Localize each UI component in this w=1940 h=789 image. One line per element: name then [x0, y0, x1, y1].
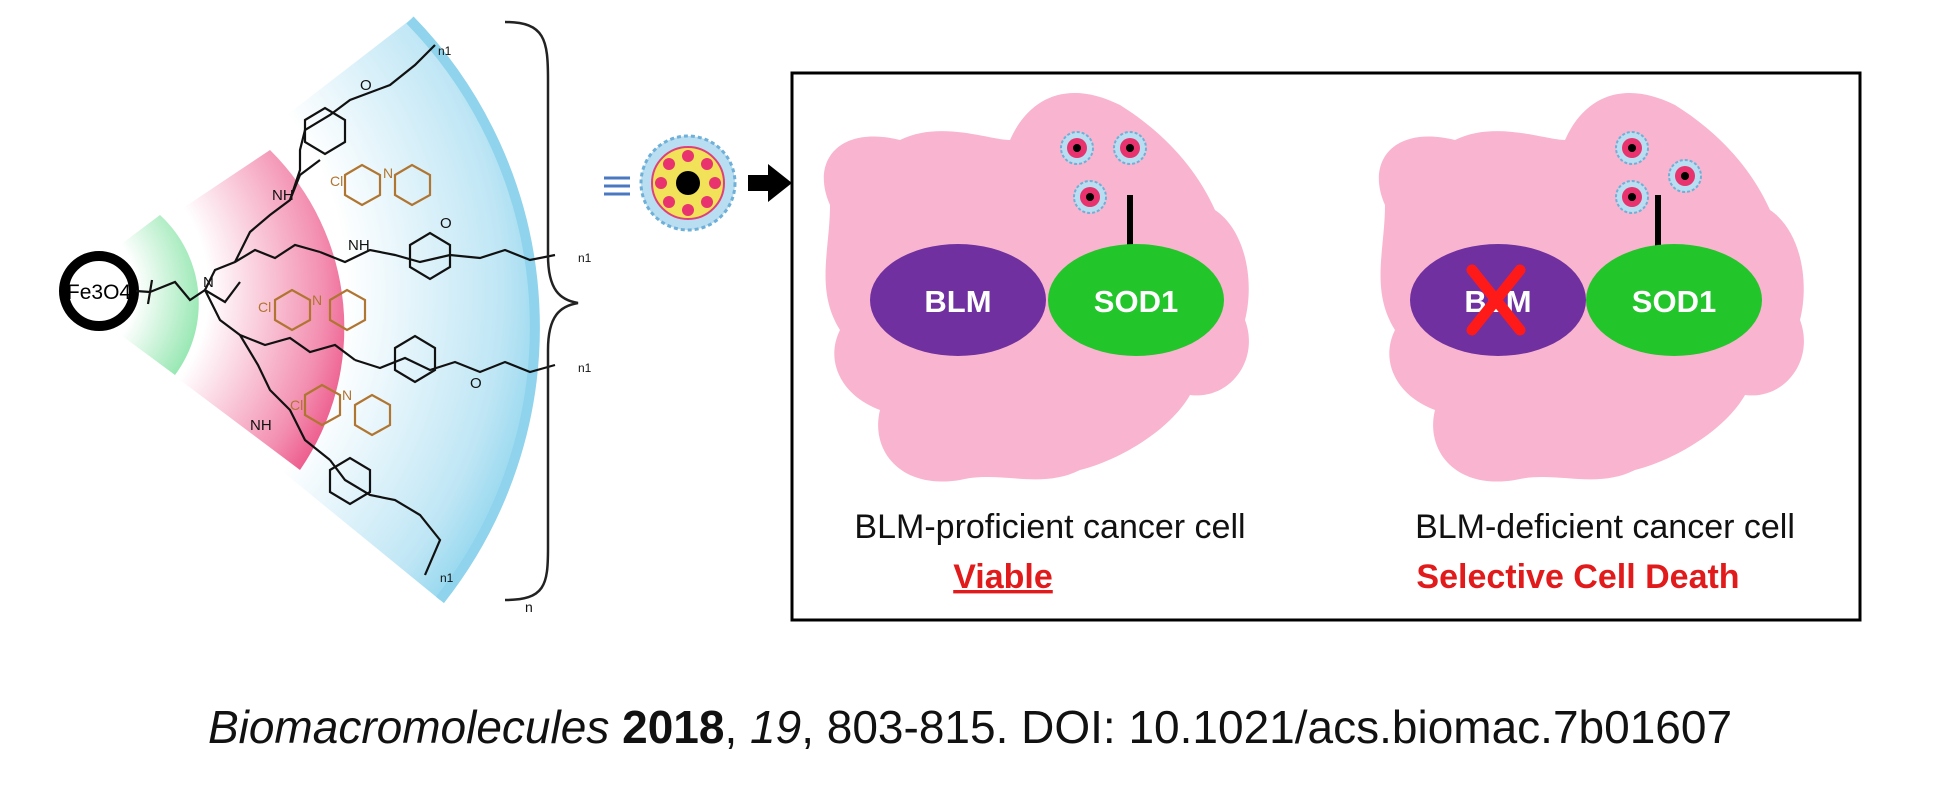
- atom-label: O: [470, 375, 482, 392]
- peg-subscript: n1: [438, 44, 452, 58]
- sod1-label: SOD1: [1094, 284, 1178, 319]
- peg-subscript: n1: [578, 251, 592, 265]
- atom-label: Cl: [290, 397, 303, 413]
- peg-subscript: n1: [440, 571, 454, 585]
- atom-label: NH: [272, 187, 294, 204]
- nanoparticle-cluster: [1615, 131, 1702, 214]
- atom-label: Cl: [258, 299, 271, 315]
- cell-deficient: BLM SOD1 BLM-deficient cancer cell Selec…: [1378, 92, 1804, 596]
- atom-label: N: [312, 292, 322, 308]
- citation-comma: ,: [724, 701, 751, 753]
- atom-label: O: [360, 77, 372, 94]
- fe3o4-core: [59, 251, 139, 331]
- cell-proficient: BLM SOD1 BLM-proficient cancer cell Viab…: [823, 92, 1249, 596]
- fe3o4-label: Fe3O4: [67, 281, 132, 304]
- repeat-brace: [504, 20, 579, 602]
- atom-label: N: [203, 274, 214, 291]
- peg-shell-rim: [406, 16, 540, 604]
- blm-label: BLM: [924, 284, 991, 319]
- atom-label: N: [342, 387, 352, 403]
- citation-volume: 19: [750, 701, 802, 753]
- dendrimer-zone: [60, 150, 345, 470]
- nanoparticle-cluster: [1060, 131, 1147, 214]
- sod1-protein: [1048, 244, 1224, 356]
- citation: Biomacromolecules 2018, 19, 803-815. DOI…: [0, 700, 1940, 754]
- cell-outcome: Viable: [953, 558, 1053, 596]
- nanoparticle-icon: [639, 134, 737, 232]
- sod1-label: SOD1: [1632, 284, 1716, 319]
- nanoparticle-wedge: Fe3O4 N NH NH NH O O O Cl Cl Cl N N N n1…: [59, 16, 592, 604]
- equivalence-icon: [604, 176, 630, 196]
- atom-label: N: [383, 165, 393, 181]
- arrow-right-icon: [748, 164, 792, 202]
- knockout-x-icon: [1466, 264, 1526, 336]
- atom-label: Cl: [330, 173, 343, 189]
- repeat-label: n: [525, 599, 533, 615]
- citation-journal: Biomacromolecules: [207, 701, 610, 753]
- cell-caption: BLM-deficient cancer cell: [1415, 508, 1795, 546]
- sod1-protein: [1586, 244, 1762, 356]
- atom-label: NH: [250, 417, 272, 434]
- pyridazinone-ligands: [273, 163, 432, 437]
- chemical-structure: [149, 44, 556, 576]
- peg-subscript: n1: [578, 361, 592, 375]
- atom-label: NH: [348, 237, 370, 254]
- blm-protein: [870, 244, 1046, 356]
- cell-caption: BLM-proficient cancer cell: [854, 508, 1245, 546]
- atom-label: O: [440, 215, 452, 232]
- citation-pages-doi: , 803-815. DOI: 10.1021/acs.biomac.7b016…: [801, 701, 1733, 753]
- cell-outcome: Selective Cell Death: [1416, 558, 1739, 596]
- citation-year: 2018: [622, 701, 725, 753]
